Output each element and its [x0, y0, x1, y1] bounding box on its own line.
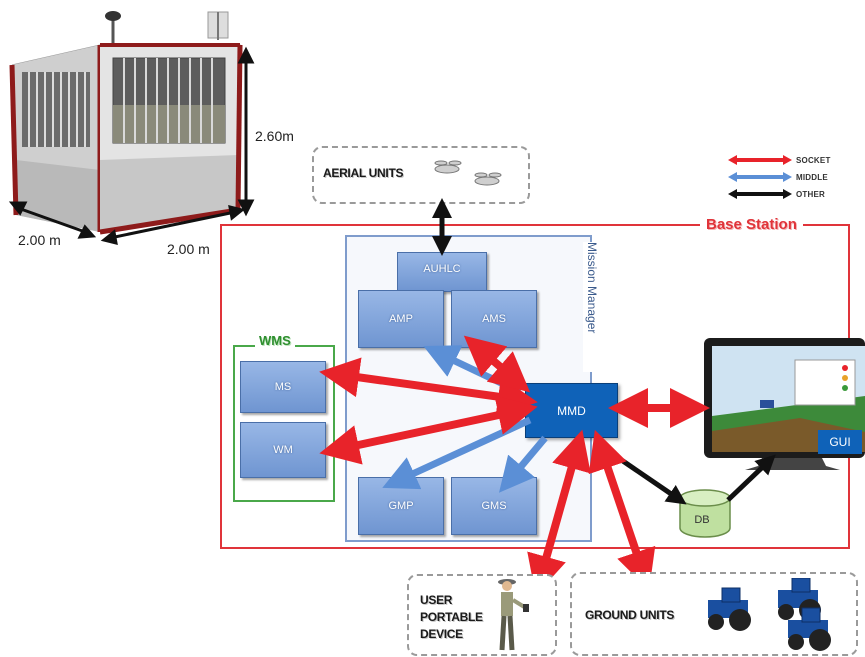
- farmer-icon: [498, 579, 529, 651]
- other-arrow-icon: [728, 189, 792, 199]
- ground-units-label: GROUND UNITS: [585, 608, 675, 622]
- user-portable-device-box: [407, 574, 557, 656]
- tractors-icon: [708, 578, 831, 651]
- user-portable-device-label: USER PORTABLE DEVICE: [420, 592, 483, 643]
- db-gui-link: [726, 454, 776, 502]
- user-device-line-1: USER: [420, 593, 453, 607]
- mmd-ams-link: [463, 335, 531, 393]
- wm-module: WM: [240, 422, 326, 478]
- ms-module: MS: [240, 361, 326, 413]
- amp-module: AMP: [358, 290, 444, 348]
- tractor-icon: [708, 587, 751, 631]
- legend-label-socket: SOCKET: [796, 155, 831, 165]
- mmd-gms-link: [498, 435, 548, 493]
- legend-label-other: OTHER: [796, 189, 825, 199]
- user-device-line-3: DEVICE: [420, 627, 463, 641]
- mission-manager-label: Mission Manager: [583, 242, 601, 372]
- db-label: DB: [694, 514, 710, 526]
- legend-item-middle: MIDDLE: [728, 170, 828, 184]
- cabin-height-label: 2.60m: [255, 128, 294, 144]
- mmd-wm-link: [319, 395, 538, 465]
- base-station-title: Base Station: [700, 216, 803, 233]
- drone-icon: [434, 160, 502, 186]
- legend-item-other: OTHER: [728, 187, 825, 201]
- user-device-line-2: PORTABLE: [420, 610, 483, 624]
- auhlc-module: AUHLC: [397, 252, 487, 292]
- gui-label: GUI: [818, 430, 862, 454]
- mmd-ground-units-link: [588, 429, 656, 591]
- legend-label-middle: MIDDLE: [796, 172, 828, 182]
- cabin-width-label: 2.00 m: [167, 241, 210, 257]
- aerial-units-label: AERIAL UNITS: [323, 166, 404, 180]
- cabin-depth-label: 2.00 m: [18, 232, 61, 248]
- middle-arrow-icon: [728, 172, 792, 182]
- wms-title: WMS: [255, 333, 295, 348]
- base-station-cabin-illustration: [8, 11, 255, 246]
- socket-arrow-icon: [728, 155, 792, 165]
- legend-item-socket: SOCKET: [728, 153, 831, 167]
- mmd-user-device-link: [527, 429, 591, 596]
